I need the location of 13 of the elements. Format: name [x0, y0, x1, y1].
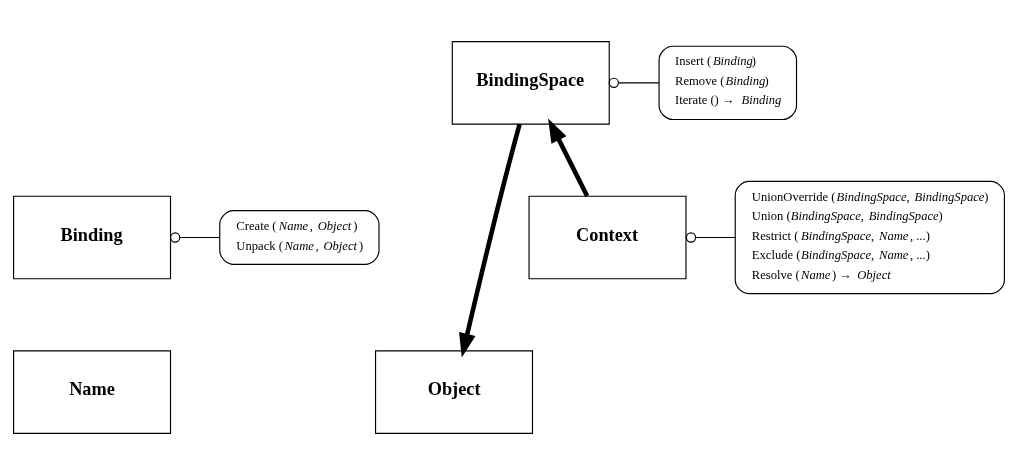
- node-box: UnionOverride (BindingSpace, BindingSpace) Union (BindingSpace, BindingSpace) Restrict (BindingSpace, Name, ...) Exclude (BindingSpace, Name, ...) Resolve (Name) → Object: [734, 180, 1005, 294]
- node-box: Context: [527, 195, 687, 279]
- connector: [169, 231, 220, 243]
- node-box: BindingSpace: [451, 40, 610, 125]
- connector: [685, 231, 736, 243]
- node-box: Insert (Binding) Remove (Binding) Iterate () → Binding: [658, 45, 797, 120]
- connector: [608, 77, 659, 88]
- node-box: Object: [374, 349, 533, 434]
- arrow: [547, 117, 589, 197]
- arrow: [458, 123, 522, 357]
- node-box: Binding: [12, 195, 171, 279]
- node-box: Name: [12, 349, 171, 434]
- node-box: Create (Name, Object) Unpack (Name, Object): [218, 209, 380, 265]
